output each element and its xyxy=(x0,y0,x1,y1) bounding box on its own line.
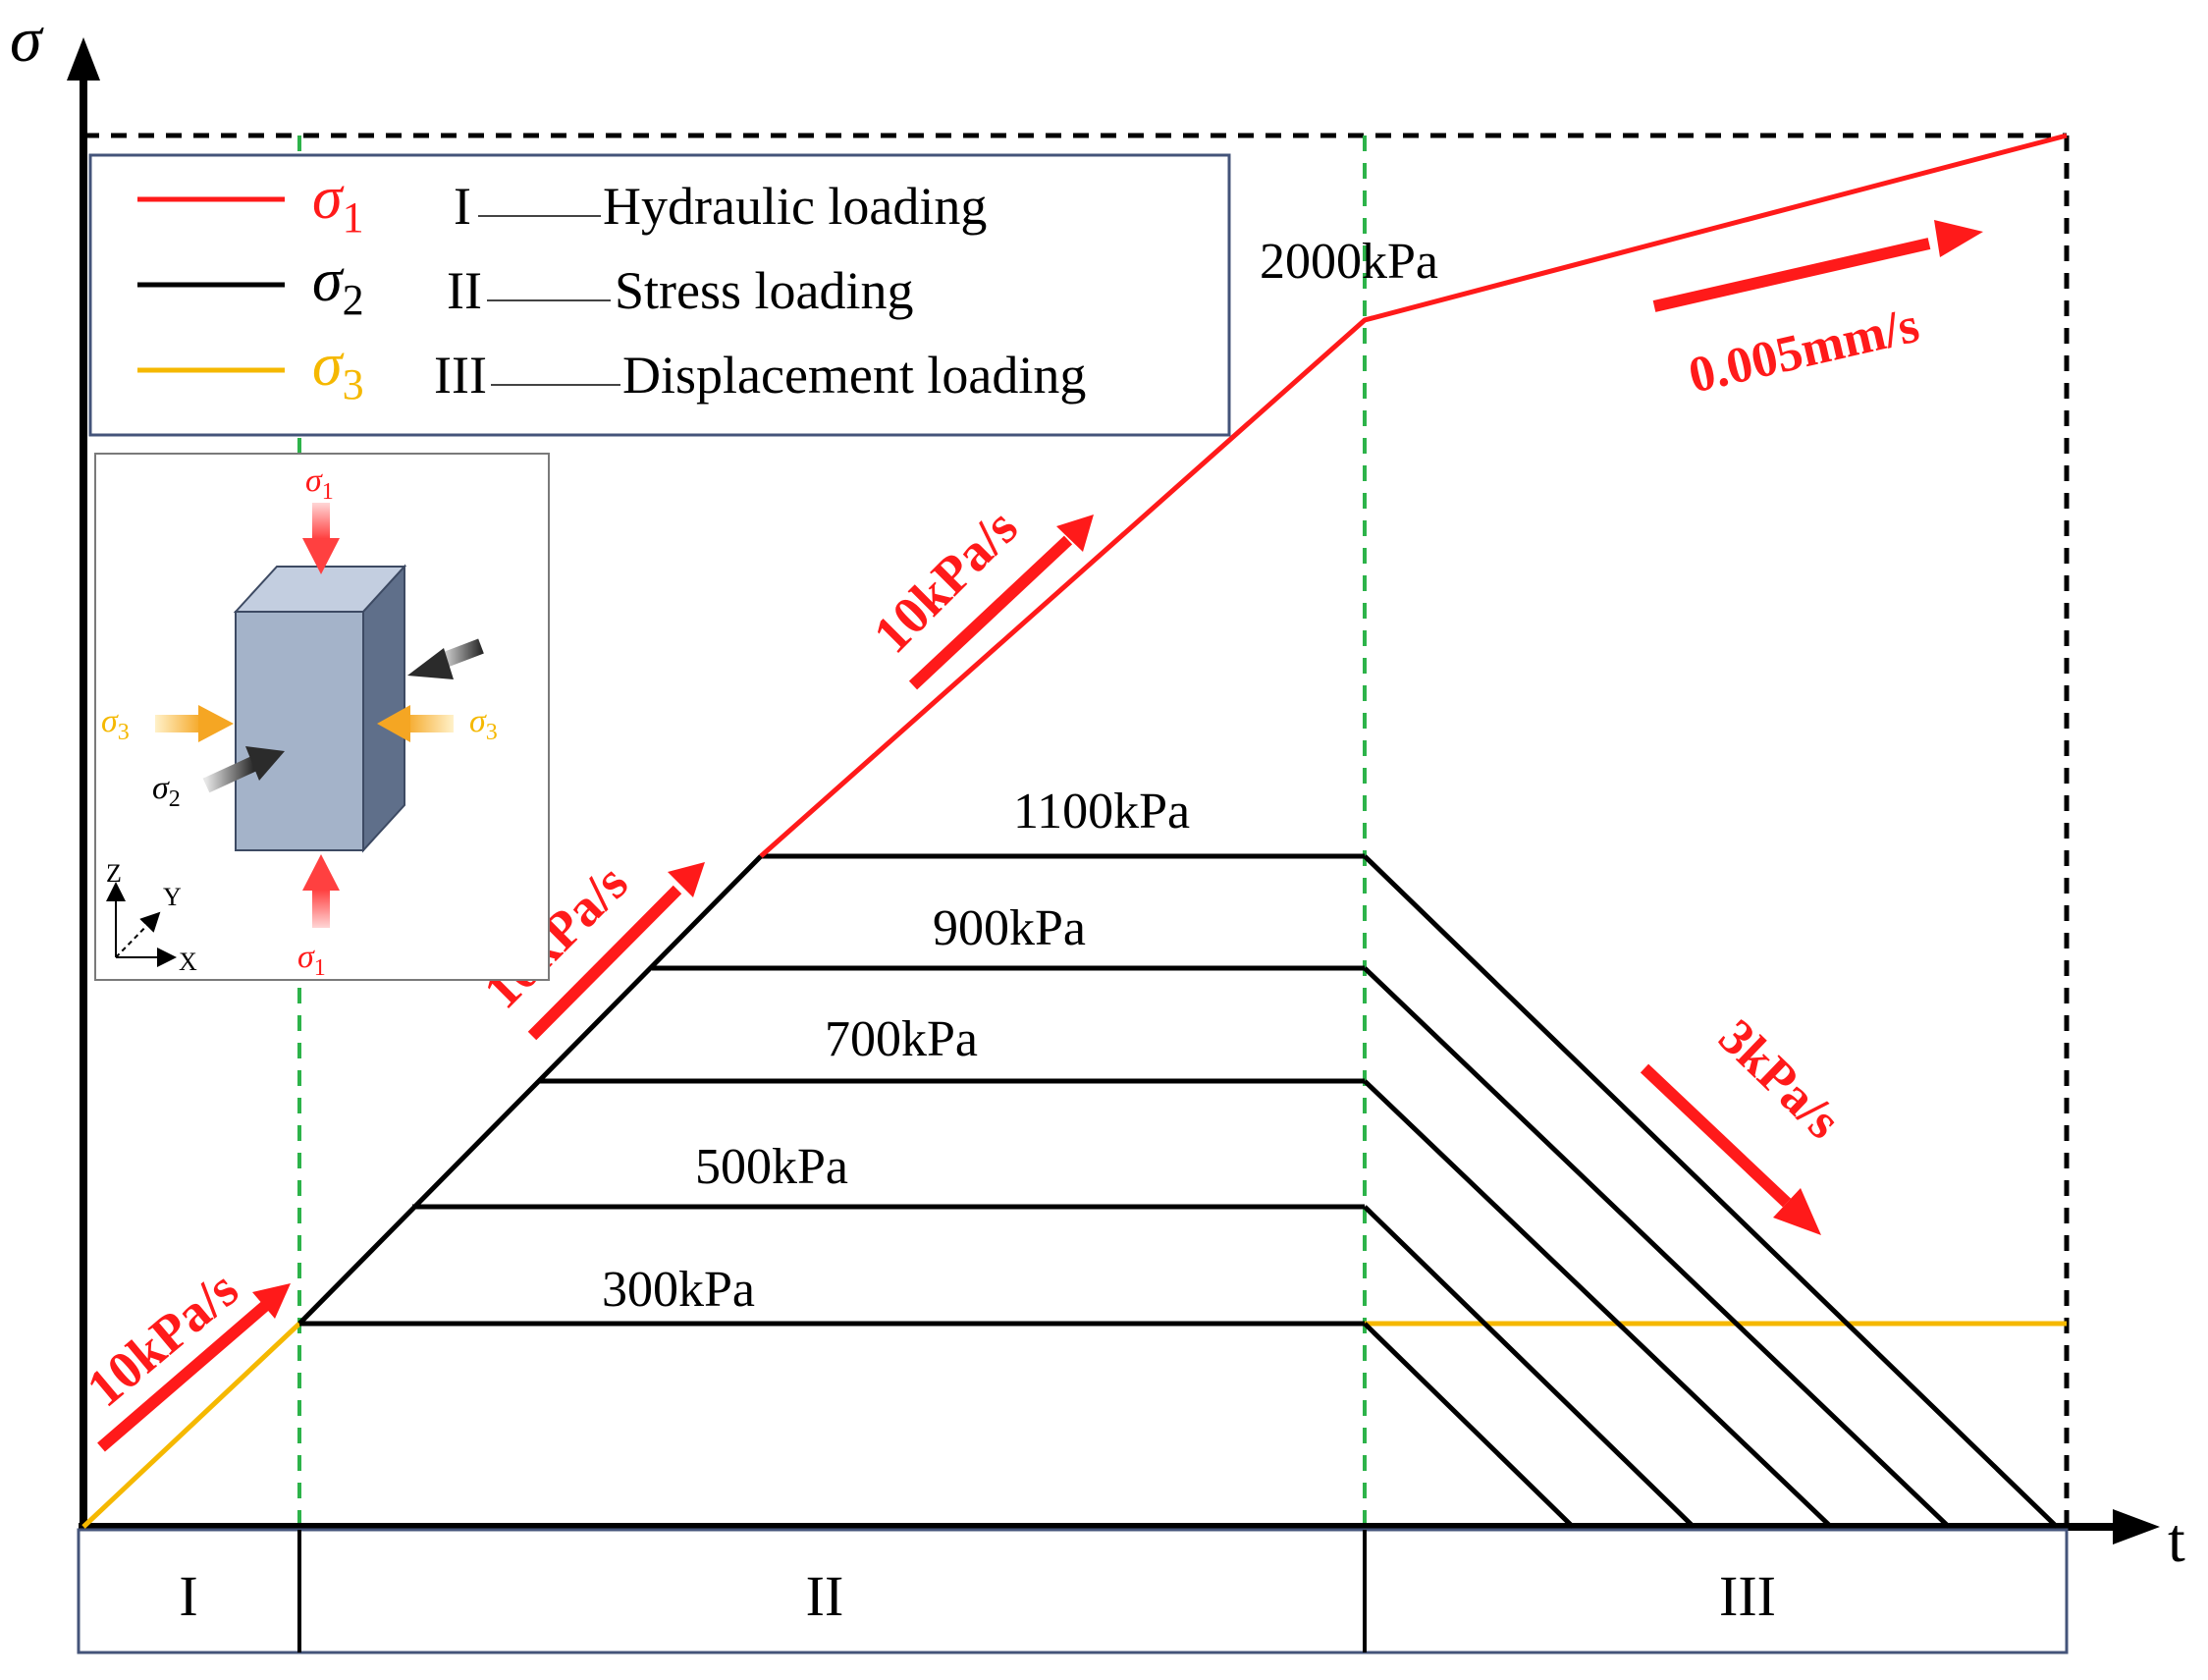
sigma3-left-arrow-icon xyxy=(198,705,234,742)
sigma1-path xyxy=(759,133,2068,858)
rate-annotation-stage3-unload: 3kPa/s xyxy=(1640,1009,1852,1235)
stage-strip xyxy=(77,1528,2069,1654)
legend-symbol-sigma3: σ3 xyxy=(312,332,364,408)
sigma2-back-arrow-icon xyxy=(407,648,454,679)
coord-z-label: Z xyxy=(106,859,122,888)
inset-sigma1-top-sub: 1 xyxy=(322,479,334,505)
sigma2-front-arrow-shaft xyxy=(202,756,257,793)
rate-arrow-stage1 xyxy=(252,1283,291,1319)
x-axis-arrowhead xyxy=(2113,1509,2160,1545)
inset-sigma3-left: σ3 xyxy=(101,703,130,745)
inset-sigma2-sym: σ xyxy=(152,770,170,806)
legend-sigma3-sub: 3 xyxy=(343,360,364,408)
inset-sigma2: σ2 xyxy=(152,770,181,812)
rate-label-stage3-unload: 3kPa/s xyxy=(1708,1009,1852,1150)
rate-label-stage3-disp: 0.005mm/s xyxy=(1684,298,1924,405)
sigma1-top-arrow-shaft xyxy=(312,503,330,540)
stage-label-ii: II xyxy=(806,1564,844,1628)
inset-sigma3-left-sym: σ xyxy=(101,703,119,739)
inset-sigma1-bottom: σ1 xyxy=(297,939,326,981)
legend-sigma2-sub: 2 xyxy=(343,276,364,324)
legend: σ1 I Hydraulic loading σ2 II Stress load… xyxy=(88,153,1231,437)
legend-desc-stress: Stress loading xyxy=(615,261,914,320)
sigma3-left-arrow-shaft xyxy=(155,715,202,732)
inset-sigma2-sub: 2 xyxy=(169,786,181,812)
coord-y-axis xyxy=(115,911,161,958)
rate-annotation-stage1: 10kPa/s xyxy=(76,1259,291,1452)
sigma2-ramp xyxy=(297,854,763,1326)
level-label-500: 500kPa xyxy=(695,1139,848,1195)
level-label-900: 900kPa xyxy=(933,900,1086,956)
sigma2-front-arrow-icon xyxy=(245,746,285,781)
sigma2-unload-500 xyxy=(1363,1205,1696,1529)
inset-sigma3-right: σ3 xyxy=(469,703,498,745)
stage-label-iii: III xyxy=(1719,1564,1776,1628)
x-axis-label: t xyxy=(2168,1505,2185,1575)
inset-sigma1-top-sym: σ xyxy=(305,462,323,499)
inset-sigma1-top: σ1 xyxy=(305,462,334,505)
coord-y-label: Y xyxy=(163,883,182,911)
coord-x-label: X xyxy=(179,948,197,976)
level-label-1100: 1100kPa xyxy=(1013,784,1190,840)
sigma1-top-arrow-icon xyxy=(302,538,340,574)
sigma1-bottom-arrow-icon xyxy=(302,854,340,891)
sigma3-right-arrow-icon xyxy=(377,705,410,742)
sigma3-path xyxy=(81,1322,301,1529)
level-label-300: 300kPa xyxy=(602,1262,755,1318)
legend-sigma2-sym: σ xyxy=(312,247,345,314)
sigma2-unload-1100 xyxy=(1363,854,2059,1529)
level-label-700: 700kPa xyxy=(825,1011,978,1067)
legend-desc-displacement: Displacement loading xyxy=(622,346,1086,405)
inset-sigma3-right-sub: 3 xyxy=(486,720,498,745)
sigma2-unload-700 xyxy=(1363,1079,1833,1529)
legend-sigma1-sym: σ xyxy=(312,165,345,232)
y-axis-label: σ xyxy=(10,4,44,76)
stage-label-i: I xyxy=(179,1564,197,1628)
sigma2-unload-300 xyxy=(1363,1322,1575,1529)
block-side-face xyxy=(362,564,405,853)
inset-sigma3-right-sym: σ xyxy=(469,703,487,739)
block-front-face xyxy=(235,611,364,851)
rate-arrow-stage3-disp xyxy=(1934,220,1983,257)
legend-sigma1-sub: 1 xyxy=(343,193,364,242)
legend-symbol-sigma2: σ2 xyxy=(312,247,364,324)
legend-roman-i: I xyxy=(454,177,471,236)
rate-arrow-stage2a xyxy=(668,862,705,897)
legend-roman-ii: II xyxy=(447,261,482,320)
legend-sigma3-sym: σ xyxy=(312,332,345,399)
rate-annotation-stage3-disp: 0.005mm/s xyxy=(1652,220,1983,405)
rate-arrow-stage3-unload xyxy=(1773,1188,1821,1235)
inset-sigma1-bottom-sub: 1 xyxy=(314,955,326,981)
legend-roman-iii: III xyxy=(434,346,487,405)
sigma2-unload-900 xyxy=(1363,966,1951,1529)
inset-sigma3-left-sub: 3 xyxy=(118,720,130,745)
rate-arrow-stage2b xyxy=(1056,515,1094,552)
peak-label-2000: 2000kPa xyxy=(1260,234,1438,290)
sigma1-bottom-arrow-shaft xyxy=(312,889,330,928)
sigma3-right-arrow-shaft xyxy=(404,715,454,732)
legend-desc-hydraulic: Hydraulic loading xyxy=(603,177,987,236)
specimen-inset: σ1 σ1 σ3 σ3 σ2 Z Y X xyxy=(94,453,550,981)
y-axis-arrowhead xyxy=(67,37,100,81)
legend-symbol-sigma1: σ1 xyxy=(312,165,364,242)
inset-sigma1-bottom-sym: σ xyxy=(297,939,315,975)
